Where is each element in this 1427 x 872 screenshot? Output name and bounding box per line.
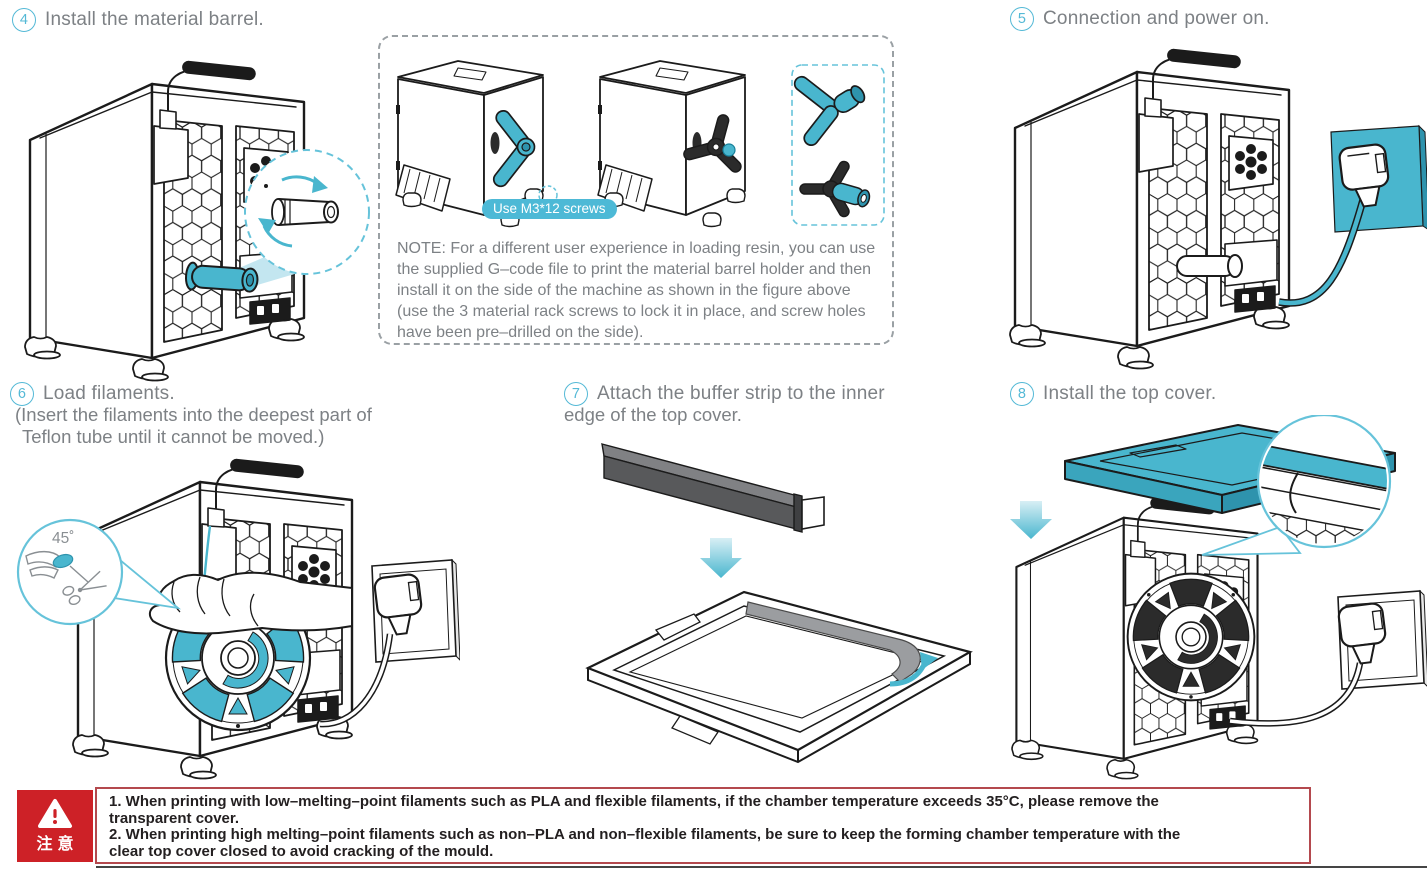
warning-text-box: 1. When printing with low–melting–point … [95,787,1311,864]
step8-title: 8 Install the top cover. [1010,382,1216,406]
note-text: NOTE: For a different user experience in… [397,238,875,343]
warning-line: 2. When printing high melting–point fila… [109,826,1181,844]
step6-illustration-load-filaments [16,456,460,780]
page-bottom-rule [96,866,1427,868]
step5-title-text: Connection and power on. [1043,8,1270,29]
note-line: the supplied G–code file to print the ma… [397,261,872,278]
warning-line: 1. When printing with low–melting–point … [109,793,1159,810]
angle-45-label: 45˚ [52,530,75,547]
step6-subtitle-line1: (Insert the filaments into the deepest p… [15,404,372,425]
step6-title: 6 Load filaments. [10,382,175,406]
warning-cn-label: 注意 [36,836,79,853]
step4-number-badge: 4 [12,8,36,32]
warning-line: clear top cover closed to avoid cracking… [109,842,494,860]
step4-title-text: Install the material barrel. [45,9,264,30]
step7-number-badge: 7 [564,382,588,406]
warning-line: transparent cover. [109,809,240,827]
note-line: NOTE: For a different user experience in… [397,240,876,257]
step5-number-badge: 5 [1010,7,1034,31]
step7-title-text-line1: Attach the buffer strip to the inner [597,383,885,404]
note-line: have been pre–drilled on the side). [397,324,644,341]
step8-title-text: Install the top cover. [1043,383,1217,404]
step6-subtitle-line2: Teflon tube until it cannot be moved.) [22,426,325,447]
note-line: (use the 3 material rack screws to lock … [397,303,866,320]
step5-illustration-power-on [1008,46,1427,370]
note-illustration-barrel-holder [395,60,885,228]
warning-triangle-icon [38,799,72,828]
step7-illustration-buffer-strip [585,443,973,764]
step5-title: 5 Connection and power on. [1010,7,1270,31]
warning-badge: 注意 [17,790,93,862]
step8-number-badge: 8 [1010,382,1034,406]
step4-illustration-install-barrel [23,58,370,382]
step7-title: 7 Attach the buffer strip to the inner [564,382,885,406]
note-panel: Use M3*12 screws NOTE: For a different u… [378,35,894,345]
step4-title: 4 Install the material barrel. [12,8,264,32]
note-line: install it on the side of the machine as… [397,282,851,299]
screw-spec-badge: Use M3*12 screws [482,199,617,219]
step6-title-text: Load filaments. [43,383,175,404]
step7-title-text-line2: edge of the top cover. [564,404,742,425]
step6-number-badge: 6 [10,382,34,406]
step8-illustration-install-top-cover [1010,415,1427,780]
